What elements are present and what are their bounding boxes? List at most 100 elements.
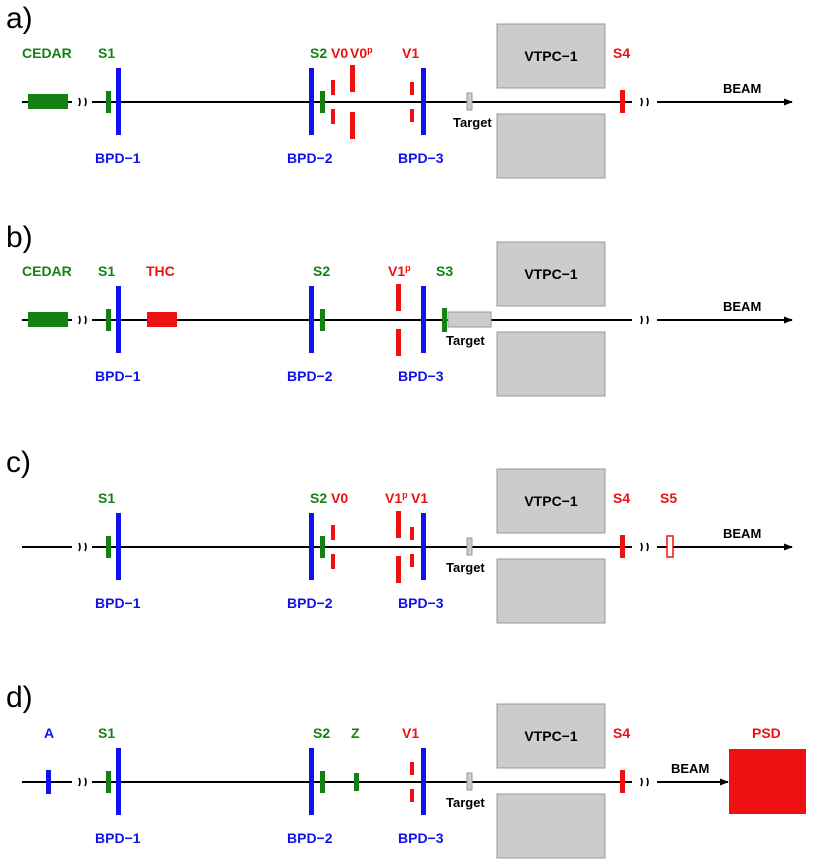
- v0-counter-bottom: [331, 554, 335, 569]
- v0-counter-top: [331, 525, 335, 540]
- s2-counter: [320, 309, 325, 331]
- s1-label: S1: [98, 725, 115, 741]
- s1-label: S1: [98, 45, 115, 61]
- cedar-label: CEDAR: [22, 45, 72, 61]
- thc-label: THC: [146, 263, 175, 279]
- bpd1-detector: [116, 68, 121, 135]
- target-label: Target: [446, 333, 485, 348]
- s3-label: S3: [436, 263, 453, 279]
- s2-label: S2: [313, 263, 330, 279]
- vtpc1-lower: [496, 331, 606, 397]
- bpd3-label: BPD−3: [398, 150, 444, 166]
- bpd3-detector: [421, 748, 426, 815]
- bpd2-detector: [309, 286, 314, 353]
- s4-counter: [620, 535, 625, 558]
- s1-label: S1: [98, 263, 115, 279]
- vtpc1-lower: [496, 793, 606, 859]
- panel-c-label: c): [6, 446, 31, 479]
- v1-counter-bottom: [410, 554, 414, 567]
- break-icon: [78, 315, 87, 325]
- bpd2-label: BPD−2: [287, 368, 333, 384]
- target: [466, 537, 473, 556]
- s1-counter: [106, 309, 111, 331]
- break-icon: [640, 97, 649, 107]
- s5-label: S5: [660, 490, 677, 506]
- v0p-counter-bottom: [350, 112, 355, 139]
- psd-detector: [729, 749, 806, 814]
- beam-label: BEAM: [723, 526, 761, 541]
- vtpc1-label: VTPC−1: [524, 728, 578, 744]
- z-label: Z: [351, 725, 360, 741]
- v1p-counter-bottom: [396, 556, 401, 583]
- v0-counter-top: [331, 80, 335, 95]
- v1p-counter-bottom: [396, 329, 401, 356]
- s2-counter: [320, 536, 325, 558]
- target: [466, 772, 473, 791]
- beam-label: BEAM: [723, 299, 761, 314]
- v1-counter-bottom: [410, 109, 414, 122]
- bpd2-detector: [309, 513, 314, 580]
- s4-label: S4: [613, 45, 630, 61]
- v1-counter-top: [410, 762, 414, 775]
- bpd2-label: BPD−2: [287, 595, 333, 611]
- bpd3-detector: [421, 286, 426, 353]
- target-label: Target: [446, 560, 485, 575]
- break-icon: [78, 777, 87, 787]
- panel-d-label: d): [6, 681, 33, 714]
- break-icon: [78, 542, 87, 552]
- beam-label: BEAM: [671, 761, 709, 776]
- panel-d: d) A S1 S2 Z V1 VTPC−1 S4 PSD BEAM Targe…: [6, 681, 806, 859]
- break-icon: [640, 777, 649, 787]
- panel-b: b) CEDAR S1 THC S2 V1p S3 VTPC−1 BEAM Ta…: [6, 221, 793, 397]
- target: [466, 92, 473, 111]
- z-counter: [354, 773, 359, 791]
- vtpc1-lower: [496, 113, 606, 179]
- v1p-counter-top: [396, 511, 401, 538]
- s5-counter: [666, 535, 674, 558]
- v0p-counter-top: [350, 65, 355, 92]
- panel-a: a) CEDAR S1 S2 V0 V0p V1 VTPC−1 S4 BEAM …: [6, 2, 793, 179]
- bpd1-label: BPD−1: [95, 595, 141, 611]
- s2-counter: [320, 91, 325, 113]
- bpd1-detector: [116, 748, 121, 815]
- s4-label: S4: [613, 725, 630, 741]
- panel-a-label: a): [6, 2, 33, 35]
- bpd3-detector: [421, 513, 426, 580]
- thc-detector: [147, 312, 177, 327]
- bpd2-label: BPD−2: [287, 830, 333, 846]
- break-icon: [640, 315, 649, 325]
- v1-label: V1: [411, 490, 428, 506]
- s1-counter: [106, 91, 111, 113]
- vtpc1-upper: [496, 468, 606, 534]
- s4-label: S4: [613, 490, 630, 506]
- v0-label: V0: [331, 45, 348, 61]
- bpd1-label: BPD−1: [95, 830, 141, 846]
- s2-counter: [320, 771, 325, 793]
- bpd3-label: BPD−3: [398, 830, 444, 846]
- bpd3-label: BPD−3: [398, 595, 444, 611]
- a-counter: [46, 770, 51, 794]
- break-icon: [78, 97, 87, 107]
- vtpc1-upper: [496, 23, 606, 89]
- s4-counter: [620, 770, 625, 793]
- target-label: Target: [453, 115, 492, 130]
- s4-counter: [620, 90, 625, 113]
- v1p-label: V1p: [388, 263, 411, 279]
- cedar-label: CEDAR: [22, 263, 72, 279]
- v1p-counter-top: [396, 284, 401, 311]
- bpd3-detector: [421, 68, 426, 135]
- v1-counter-bottom: [410, 789, 414, 802]
- vtpc1-label: VTPC−1: [524, 48, 578, 64]
- v0p-label: V0p: [350, 45, 373, 61]
- bpd2-label: BPD−2: [287, 150, 333, 166]
- target-label: Target: [446, 795, 485, 810]
- s3-counter: [442, 308, 447, 332]
- v0-counter-bottom: [331, 109, 335, 124]
- bpd2-detector: [309, 748, 314, 815]
- v1-counter-top: [410, 527, 414, 540]
- vtpc1-upper: [496, 241, 606, 307]
- cedar-detector: [28, 94, 68, 109]
- v1-counter-top: [410, 82, 414, 95]
- panel-c: c) S1 S2 V0 V1p V1 VTPC−1 S4 S5 BEAM Tar…: [6, 446, 793, 624]
- s1-counter: [106, 771, 111, 793]
